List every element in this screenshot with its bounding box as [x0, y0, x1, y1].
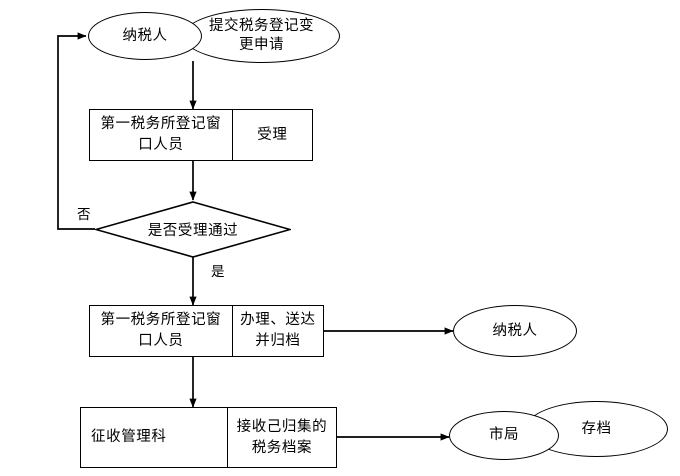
node-office-staff-1-row[interactable]: 第一税务所登记窗 口人员 受理 [89, 109, 313, 161]
node-decision-accept[interactable]: 是否受理通过 [95, 201, 291, 258]
node-taxpayer-end-label: 纳税人 [492, 322, 538, 339]
node-process-deliver-file-label: 办理、送达 并归档 [240, 312, 316, 349]
node-submit-request[interactable]: 提交税务登记变 更申请 [183, 9, 340, 63]
node-city-bureau-label: 市局 [489, 427, 519, 444]
node-process-deliver-file: 办理、送达 并归档 [231, 306, 323, 356]
node-collection-dept-row[interactable]: 征收管理科 接收己归集的 税务档案 [80, 407, 337, 468]
node-receive-archive-label: 接收己归集的 税务档案 [236, 418, 328, 456]
node-submit-request-label: 提交税务登记变 更申请 [209, 18, 314, 53]
node-accept-action-label: 受理 [257, 126, 288, 143]
node-collection-dept-label: 征收管理科 [91, 429, 167, 446]
node-decision-accept-label: 是否受理通过 [147, 223, 239, 239]
node-taxpayer-end[interactable]: 纳税人 [453, 305, 577, 357]
node-office-staff-1-label: 第一税务所登记窗 口人员 [100, 116, 222, 153]
edge-label-no: 否 [77, 207, 91, 222]
decision-diamond-shape [95, 201, 291, 258]
node-collection-dept: 征收管理科 [81, 408, 227, 467]
node-office-staff-2: 第一税务所登记窗 口人员 [90, 306, 232, 356]
node-taxpayer-start[interactable]: 纳税人 [88, 12, 202, 60]
node-archive-label: 存档 [581, 420, 612, 437]
node-taxpayer-start-label: 纳税人 [122, 27, 168, 44]
node-city-bureau[interactable]: 市局 [449, 411, 559, 460]
node-office-staff-1: 第一税务所登记窗 口人员 [90, 110, 232, 160]
edge-label-yes: 是 [211, 264, 225, 279]
node-accept-action: 受理 [231, 110, 312, 160]
node-office-staff-2-label: 第一税务所登记窗 口人员 [100, 312, 222, 349]
node-office-staff-2-row[interactable]: 第一税务所登记窗 口人员 办理、送达 并归档 [89, 305, 324, 357]
node-receive-archive: 接收己归集的 税务档案 [226, 408, 336, 467]
